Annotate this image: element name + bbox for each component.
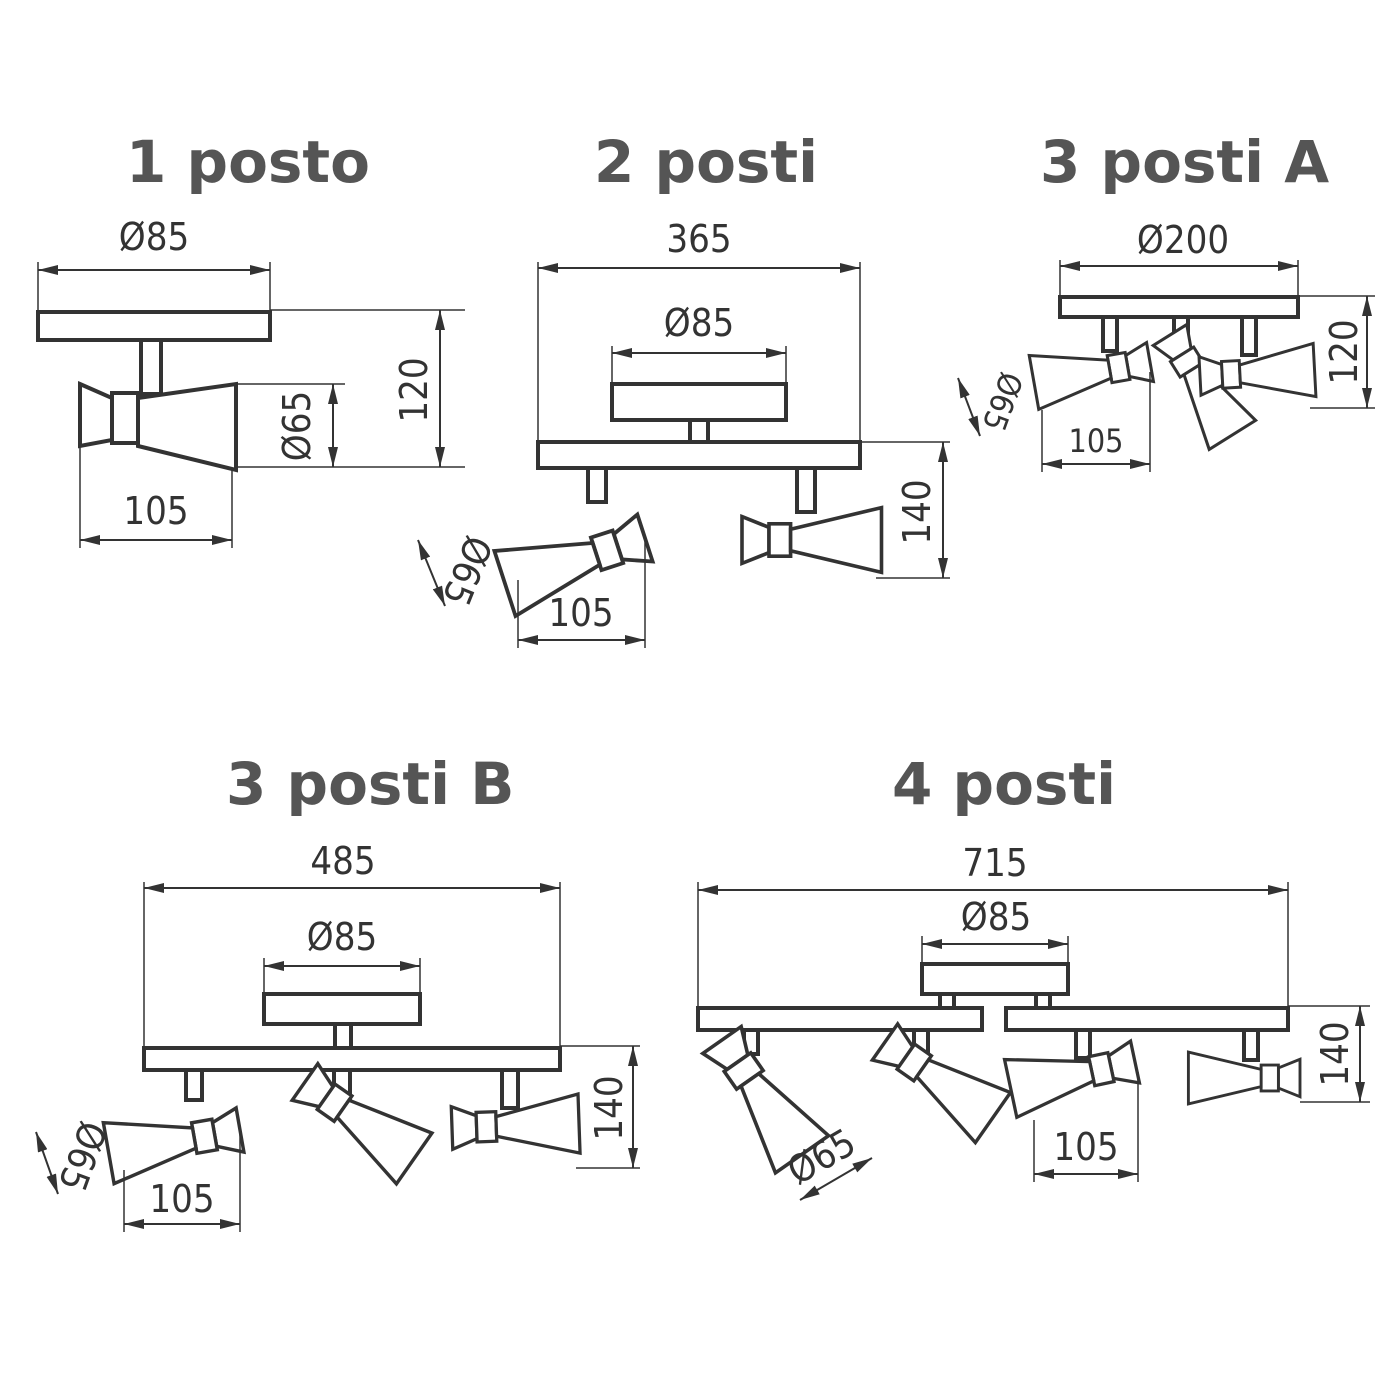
dim-mount-diameter: Ø85 — [961, 895, 1031, 939]
bar — [696, 1006, 984, 1032]
stem — [795, 466, 817, 514]
ceiling-mount — [36, 310, 272, 342]
stem — [500, 1068, 520, 1110]
stem — [139, 338, 163, 396]
drawing-4-posti: 715 Ø85 140 Ø65 105 — [693, 841, 1370, 1201]
dim-height: 120 — [392, 357, 436, 422]
stem — [1034, 992, 1052, 1010]
ceiling-mount — [262, 992, 422, 1026]
stem — [184, 1068, 204, 1102]
dim-shade-diameter: Ø65 — [50, 1116, 115, 1197]
spotlight-shade — [78, 380, 238, 473]
stem — [1101, 315, 1119, 353]
drawing-1-posto: Ø85 120 Ø65 105 — [36, 215, 465, 548]
dim-width: 365 — [666, 217, 731, 261]
dim-shade-length: 105 — [1069, 422, 1124, 460]
dim-shade-length: 105 — [1053, 1125, 1118, 1169]
diagram-title-3-posti-b: 3 posti B — [226, 750, 515, 818]
dim-height: 120 — [1322, 319, 1366, 384]
stem — [688, 418, 710, 444]
drawing-3-posti-b: 485 Ø85 140 Ø65 105 — [35, 839, 640, 1232]
stem — [586, 466, 608, 504]
stem — [1242, 1028, 1260, 1062]
dim-shade-diameter: Ø65 — [275, 391, 319, 461]
stem — [1240, 315, 1258, 357]
dim-mount-diameter: Ø200 — [1137, 218, 1229, 262]
dim-mount-diameter: Ø85 — [664, 301, 734, 345]
dim-shade-length: 105 — [123, 489, 188, 533]
ceiling-mount — [920, 962, 1070, 996]
ceiling-mount — [1058, 295, 1300, 319]
stem — [333, 1022, 353, 1050]
diagram-title-4-posti: 4 posti — [892, 750, 1117, 818]
spotlight-shade — [1002, 1031, 1143, 1119]
dim-width: 485 — [310, 839, 375, 883]
dim-mount-diameter: Ø85 — [119, 215, 189, 259]
spotlight-shade — [740, 505, 884, 575]
drawing-3-posti-a: Ø200 120 Ø65 105 — [957, 218, 1375, 472]
bar — [1004, 1006, 1290, 1032]
ceiling-mount — [610, 382, 788, 422]
dim-shade-length: 105 — [548, 591, 613, 635]
dim-mount-diameter: Ø85 — [307, 915, 377, 959]
dim-height: 140 — [1313, 1021, 1357, 1086]
bar — [536, 440, 862, 470]
dim-shade-diameter: Ø65 — [433, 530, 500, 612]
spotlight-shade — [1027, 333, 1157, 411]
dim-shade-length: 105 — [149, 1177, 214, 1221]
dim-shade-diameter: Ø65 — [974, 367, 1030, 436]
dim-width: 715 — [962, 841, 1027, 885]
dim-height: 140 — [895, 479, 939, 544]
diagram-title-3-posti-a: 3 posti A — [1040, 128, 1330, 196]
diagram-title-1-posto: 1 posto — [126, 128, 371, 196]
drawing-2-posti: 365 Ø85 140 Ø65 105 — [417, 217, 950, 648]
stem — [1074, 1028, 1092, 1060]
diagram-title-2-posti: 2 posti — [594, 128, 819, 196]
spotlight-shade — [865, 1015, 1013, 1145]
stem — [938, 992, 956, 1010]
dim-height: 140 — [587, 1075, 631, 1140]
spotlight-shade — [285, 1054, 434, 1186]
bar — [142, 1046, 562, 1072]
